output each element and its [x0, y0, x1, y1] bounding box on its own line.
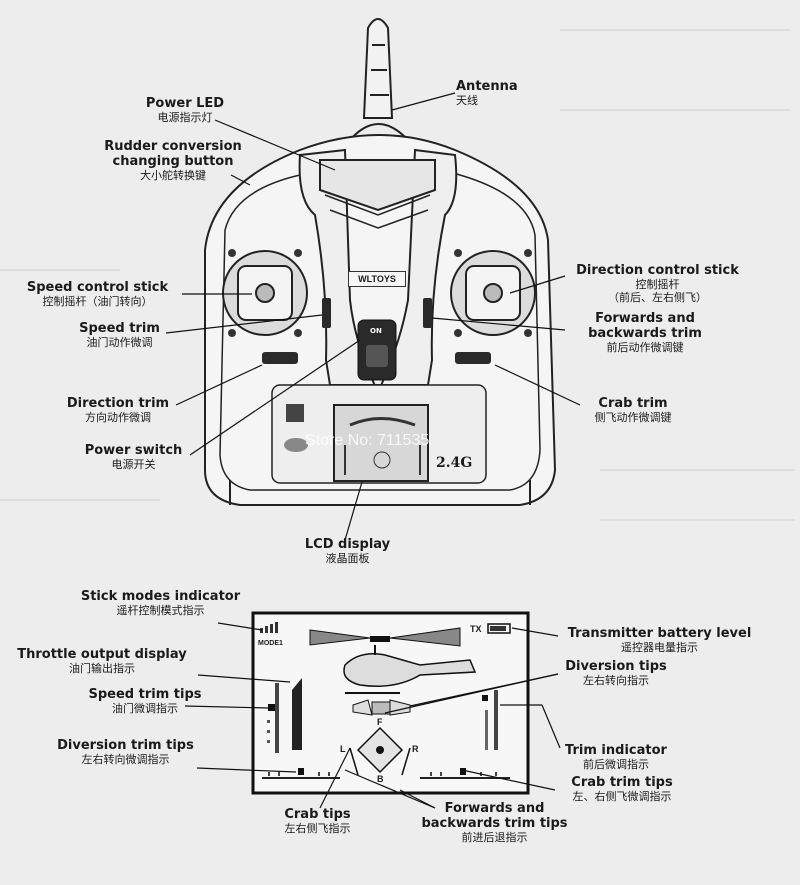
- direction-trim-switch: [262, 352, 298, 364]
- screen-tx: TX: [470, 624, 482, 634]
- crab-trim-switch: [455, 352, 491, 364]
- fb-trim-switch: [423, 298, 432, 328]
- power-switch: [357, 319, 397, 381]
- lcd-display: [271, 384, 487, 484]
- watermark: Store No: 711535: [305, 432, 430, 449]
- screen-letter-r: R: [412, 744, 419, 754]
- speed-control-stick: [222, 249, 308, 337]
- power-on-label: ON: [370, 327, 382, 335]
- screen-mode: MODE1: [258, 640, 283, 647]
- screen-letter-b: B: [377, 774, 384, 784]
- speed-trim-switch: [322, 298, 331, 328]
- lcd-enlarged: [251, 611, 530, 795]
- screen-letter-l: L: [340, 744, 346, 754]
- antenna: [349, 18, 409, 141]
- screen-letter-f: F: [377, 717, 383, 727]
- band-label: 2.4G: [436, 455, 473, 471]
- brand-badge: WLTOYS: [348, 271, 406, 287]
- direction-control-stick: [450, 249, 536, 337]
